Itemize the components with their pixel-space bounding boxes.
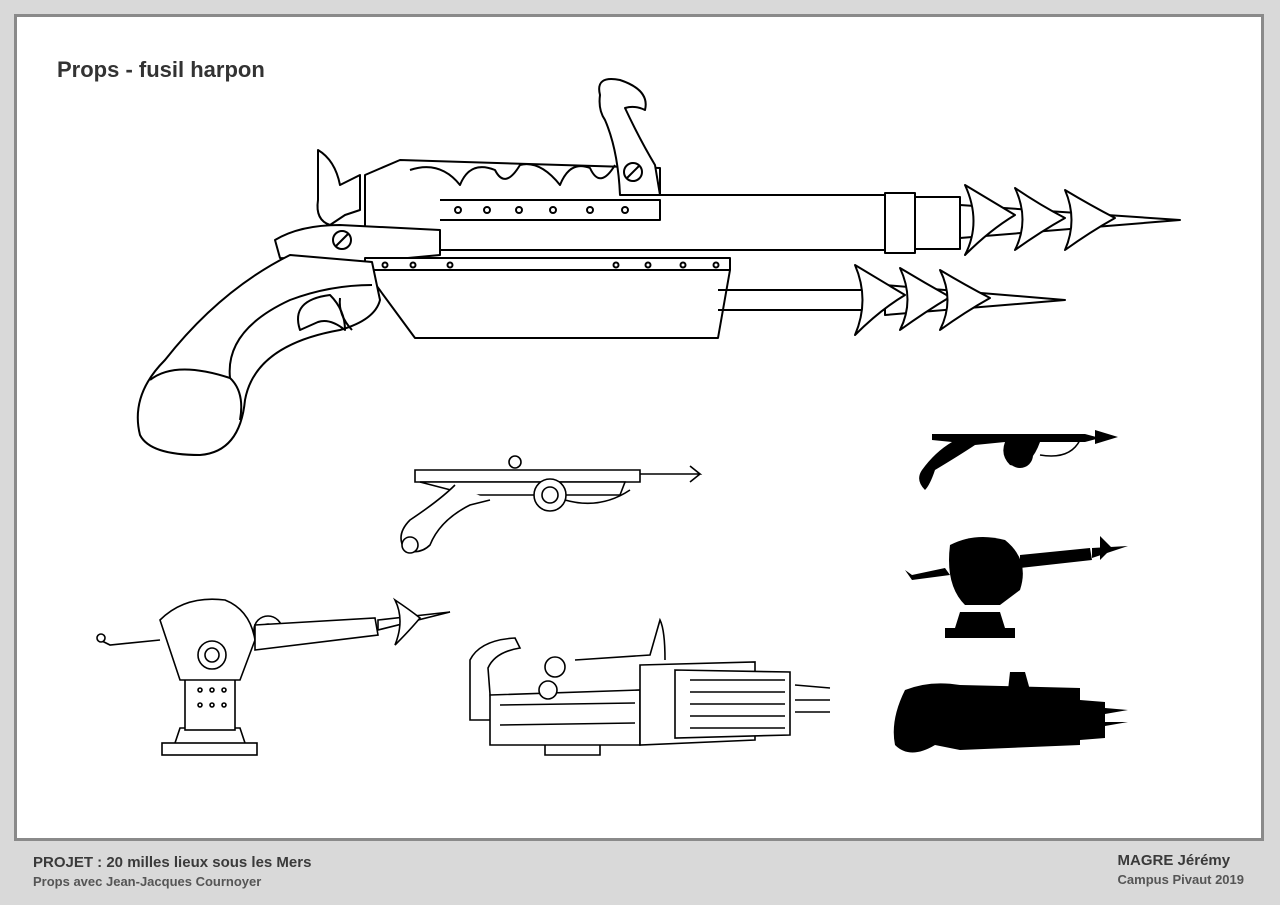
footer-project-info: PROJET : 20 milles lieux sous les Mers P… bbox=[33, 853, 311, 891]
harpoon-pistol-sketch-icon bbox=[400, 455, 703, 554]
project-title: PROJET : 20 milles lieux sous les Mers bbox=[33, 854, 312, 871]
author-name: MAGRE Jérémy bbox=[1117, 852, 1231, 869]
school-name: Campus Pivaut 2019 bbox=[1117, 872, 1244, 887]
mounted-harpoon-cannon-icon bbox=[96, 597, 451, 756]
pistol-silhouette-icon bbox=[919, 430, 1118, 490]
footer-author-info: MAGRE Jérémy Campus Pivaut 2019 bbox=[1118, 851, 1244, 889]
cannon-silhouette-icon bbox=[905, 536, 1128, 638]
gatling-silhouette-icon bbox=[893, 672, 1128, 753]
page-title: Props - fusil harpon bbox=[57, 57, 265, 82]
project-subtitle: Props avec Jean-Jacques Cournoyer bbox=[33, 874, 262, 889]
main-harpoon-pistol-icon bbox=[136, 78, 1181, 456]
gatling-harpoon-icon bbox=[469, 617, 831, 756]
